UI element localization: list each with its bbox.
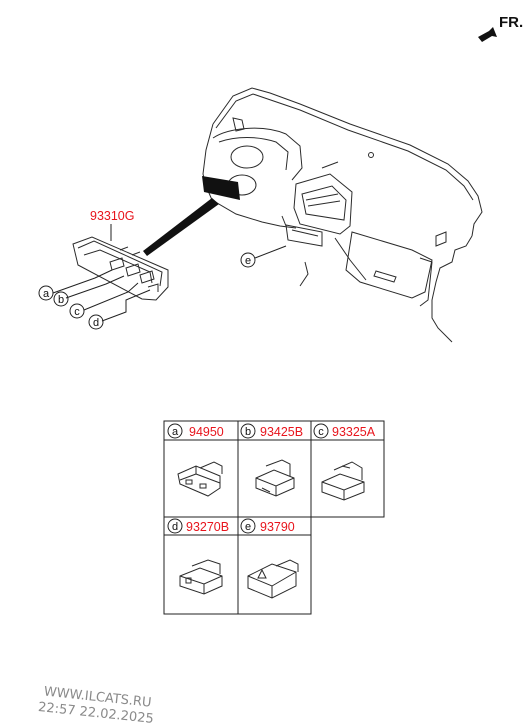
- part-illustration-93425B: [255, 459, 295, 497]
- svg-text:b: b: [58, 294, 64, 306]
- part-illustration-93325A: [321, 461, 365, 501]
- leader-wedge: [143, 198, 219, 256]
- front-direction-indicator: FR.: [478, 14, 523, 42]
- cell-part-number: 94950: [189, 425, 224, 439]
- callout-leaders: [52, 245, 287, 322]
- cell-letter: b: [245, 426, 251, 438]
- cell-part-number: 93425B: [260, 425, 303, 439]
- parts-table-cell-d: d 93270B: [167, 518, 229, 534]
- cell-letter: e: [245, 521, 251, 533]
- callout-a: a: [38, 285, 54, 301]
- callout-e: e: [240, 252, 256, 268]
- callout-b: b: [53, 291, 69, 307]
- parts-table-cell-a: a 94950: [167, 423, 224, 439]
- front-label: FR.: [499, 14, 523, 31]
- cell-letter: a: [172, 426, 179, 438]
- watermark: WWW.ILCATS.RU 22:57 22.02.2025: [37, 684, 154, 727]
- part-illustration-94950: [177, 461, 223, 497]
- parts-table-cell-b: b 93425B: [240, 423, 303, 439]
- cell-part-number: 93790: [260, 520, 295, 534]
- part-illustration-93790: [247, 559, 299, 599]
- dashboard-illustration: [202, 87, 483, 343]
- callout-d: d: [88, 314, 104, 330]
- part-illustration-93270B: [179, 559, 223, 595]
- svg-text:d: d: [93, 317, 99, 329]
- front-arrow-icon: [478, 27, 497, 42]
- main-part-number: 93310G: [90, 209, 134, 223]
- cell-letter: c: [318, 426, 324, 438]
- svg-text:e: e: [245, 255, 251, 267]
- parts-table-cell-e: e 93790: [240, 518, 295, 534]
- cell-part-number: 93325A: [332, 425, 376, 439]
- dash-switch-location: [202, 176, 240, 200]
- svg-text:c: c: [74, 306, 80, 318]
- callout-c: c: [69, 303, 85, 319]
- cell-part-number: 93270B: [186, 520, 229, 534]
- parts-table: [163, 420, 385, 615]
- parts-table-cell-c: c 93325A: [313, 423, 376, 439]
- switch-assembly-illustration: [72, 236, 169, 301]
- cell-letter: d: [172, 521, 178, 533]
- svg-text:a: a: [43, 288, 50, 300]
